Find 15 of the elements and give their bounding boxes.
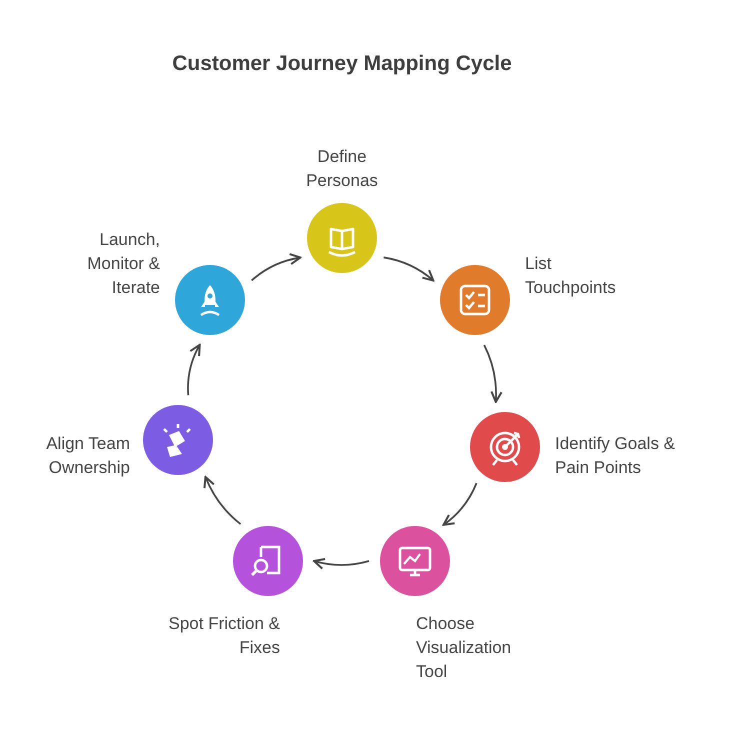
arrow bbox=[313, 558, 370, 570]
step-label: Spot Friction & Fixes bbox=[168, 613, 280, 659]
step-label: Identify Goals & Pain Points bbox=[555, 433, 676, 479]
step-label: Define Personas bbox=[305, 146, 379, 192]
diagram-title: Customer Journey Mapping Cycle bbox=[171, 52, 513, 76]
arrow bbox=[384, 256, 434, 282]
arrow bbox=[187, 344, 201, 396]
step-label: Launch, Monitor & Iterate bbox=[86, 229, 160, 299]
step-label: Choose Visualization Tool bbox=[416, 613, 512, 683]
arrow bbox=[442, 482, 478, 526]
arrow bbox=[251, 253, 302, 282]
arrow bbox=[204, 476, 242, 525]
step-label: Align Team Ownership bbox=[45, 433, 130, 479]
step-label: List Touchpoints bbox=[525, 253, 617, 299]
arrow bbox=[483, 344, 502, 403]
